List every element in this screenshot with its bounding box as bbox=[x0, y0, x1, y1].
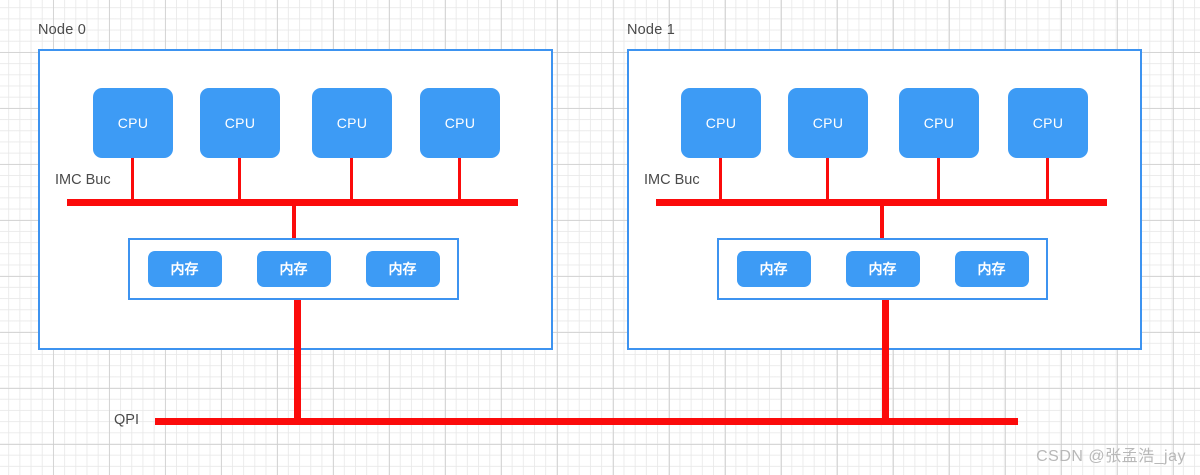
node-0-cpu-0-wire bbox=[131, 158, 134, 202]
node-1-imc-bus-label: IMC Buc bbox=[644, 172, 700, 188]
node-0-memory-group: 内存 内存 内存 bbox=[128, 238, 459, 300]
node-0-cpu-3[interactable]: CPU bbox=[420, 88, 500, 158]
node-1-cpu-0-wire bbox=[719, 158, 722, 202]
watermark: CSDN @张孟浩_jay bbox=[1036, 448, 1186, 465]
node-1-cpu-3[interactable]: CPU bbox=[1008, 88, 1088, 158]
node-0-memory-2[interactable]: 内存 bbox=[365, 251, 440, 287]
node-1-cpu-2[interactable]: CPU bbox=[899, 88, 979, 158]
node-0-memory-to-qpi-wire bbox=[294, 297, 301, 424]
node-0-bus-to-memory-wire bbox=[292, 202, 296, 240]
node-1-bus-to-memory-wire bbox=[880, 202, 884, 240]
node-1-memory-2[interactable]: 内存 bbox=[954, 251, 1029, 287]
node-1-cpu-3-wire bbox=[1046, 158, 1049, 202]
node-1-memory-1[interactable]: 内存 bbox=[845, 251, 920, 287]
node-0-imc-bus-label: IMC Buc bbox=[55, 172, 111, 188]
node-0-cpu-1-wire bbox=[238, 158, 241, 202]
node-0-cpu-1[interactable]: CPU bbox=[200, 88, 280, 158]
qpi-link-line bbox=[155, 418, 1018, 425]
node-1-memory-to-qpi-wire bbox=[882, 297, 889, 424]
node-1-label: Node 1 bbox=[627, 22, 675, 38]
node-1-memory-0[interactable]: 内存 bbox=[736, 251, 811, 287]
node-1-memory-group: 内存 内存 内存 bbox=[717, 238, 1048, 300]
qpi-label: QPI bbox=[114, 412, 139, 428]
node-0-cpu-3-wire bbox=[458, 158, 461, 202]
node-0-label: Node 0 bbox=[38, 22, 86, 38]
node-1-cpu-1-wire bbox=[826, 158, 829, 202]
node-0-memory-0[interactable]: 内存 bbox=[147, 251, 222, 287]
node-1-cpu-0[interactable]: CPU bbox=[681, 88, 761, 158]
node-0-cpu-2-wire bbox=[350, 158, 353, 202]
node-0-cpu-0[interactable]: CPU bbox=[93, 88, 173, 158]
node-0-memory-1[interactable]: 内存 bbox=[256, 251, 331, 287]
node-1-cpu-2-wire bbox=[937, 158, 940, 202]
node-0-cpu-2[interactable]: CPU bbox=[312, 88, 392, 158]
node-1-cpu-1[interactable]: CPU bbox=[788, 88, 868, 158]
